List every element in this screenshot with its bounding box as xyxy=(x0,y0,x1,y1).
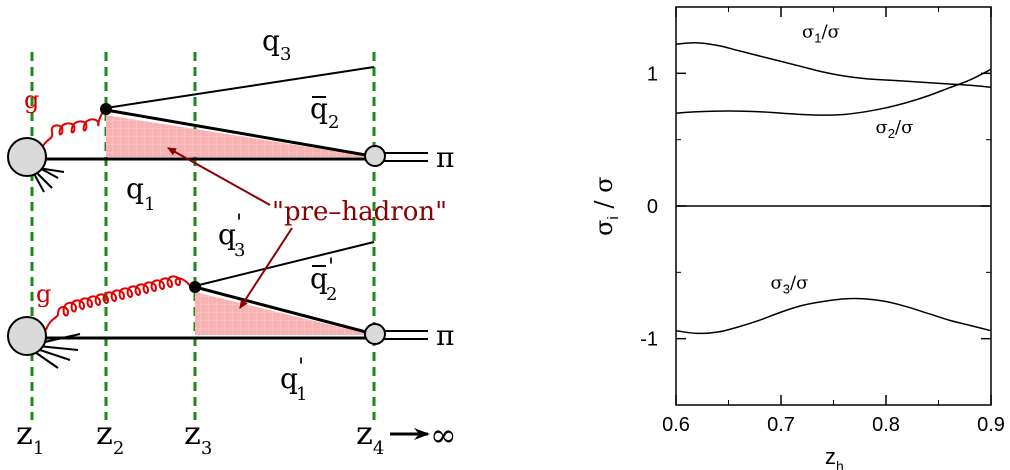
series-line-1 xyxy=(675,42,992,89)
gluon-label-bottom: g xyxy=(36,280,51,308)
vertex-top xyxy=(100,103,112,115)
series-line-3 xyxy=(675,297,992,335)
q1-label: q1 xyxy=(126,172,155,215)
x-axis-label: zh xyxy=(825,444,844,470)
q3p-label: q'3 xyxy=(218,211,245,261)
ticks: 0.6 0.7 0.8 0.9 1 0 -1 xyxy=(640,6,1005,436)
z1-label: z1 xyxy=(16,414,44,459)
q2bar-label: q2 xyxy=(310,92,339,133)
q2barp-label: q'2 xyxy=(310,255,337,305)
svg-text:q'2: q'2 xyxy=(310,255,337,305)
series-label-3: σ3/σ xyxy=(771,272,809,296)
z4-label: z4 xyxy=(356,414,384,459)
z2-label: z2 xyxy=(96,414,124,459)
q3-line xyxy=(105,66,375,109)
x-tick-label: 0.9 xyxy=(977,414,1005,436)
pion-bottom xyxy=(364,323,428,345)
series-group: σ1/σ σ2/σ σ3/σ xyxy=(675,22,992,335)
hadron-blob-top xyxy=(7,137,65,193)
gluon-bottom xyxy=(45,275,191,331)
z-axis-labels: z1 z2 z3 z4 ∞ xyxy=(16,414,457,459)
y-axis-label: σi / σ xyxy=(590,177,622,236)
series-line-2 xyxy=(675,68,992,116)
x-tick-label: 0.6 xyxy=(662,414,690,436)
y-tick-label: -1 xyxy=(640,329,658,351)
y-tick-label: 0 xyxy=(647,196,658,218)
infinity-label: ∞ xyxy=(430,416,457,454)
svg-text:q2: q2 xyxy=(310,92,339,133)
bottom-process: g q'3 q'2 q'1 π xyxy=(7,211,454,405)
prehadron-arrow-1 xyxy=(167,147,271,206)
top-process: g q3 q2 q1 π xyxy=(7,24,454,215)
q1p-label: q'1 xyxy=(280,355,307,405)
q3p-line xyxy=(194,241,375,287)
gluon-top xyxy=(41,109,105,149)
q2barp-line xyxy=(194,285,367,334)
prehadron-arrow-2 xyxy=(239,227,293,309)
sigma-ratio-chart: 0.6 0.7 0.8 0.9 1 0 -1 σ1/σ σ2/σ σ3/σ zh σi / σ xyxy=(590,6,1005,470)
vertex-bottom xyxy=(189,281,201,293)
prehadron-shading-top xyxy=(106,115,372,157)
hadron-blob-bottom xyxy=(7,316,81,369)
series-label-1: σ1/σ xyxy=(802,22,840,46)
prehadron-annotation: "pre–hadron" xyxy=(167,147,447,309)
q3-label: q3 xyxy=(262,24,291,65)
prehadron-label: "pre–hadron" xyxy=(272,197,447,227)
pion-label-top: π xyxy=(436,141,454,174)
pion-label-bottom: π xyxy=(436,319,454,352)
y-tick-label: 1 xyxy=(647,63,658,85)
space-time-diagram: g q3 q2 q1 π xyxy=(7,24,457,459)
x-tick-label: 0.7 xyxy=(767,414,795,436)
prehadron-shading-bottom xyxy=(195,292,372,335)
series-label-2: σ2/σ xyxy=(876,117,914,141)
gluon-label-top: g xyxy=(24,86,39,114)
x-tick-label: 0.8 xyxy=(872,414,900,436)
q2bar-line xyxy=(105,108,367,157)
pion-top xyxy=(364,145,428,167)
z3-label: z3 xyxy=(184,414,212,459)
